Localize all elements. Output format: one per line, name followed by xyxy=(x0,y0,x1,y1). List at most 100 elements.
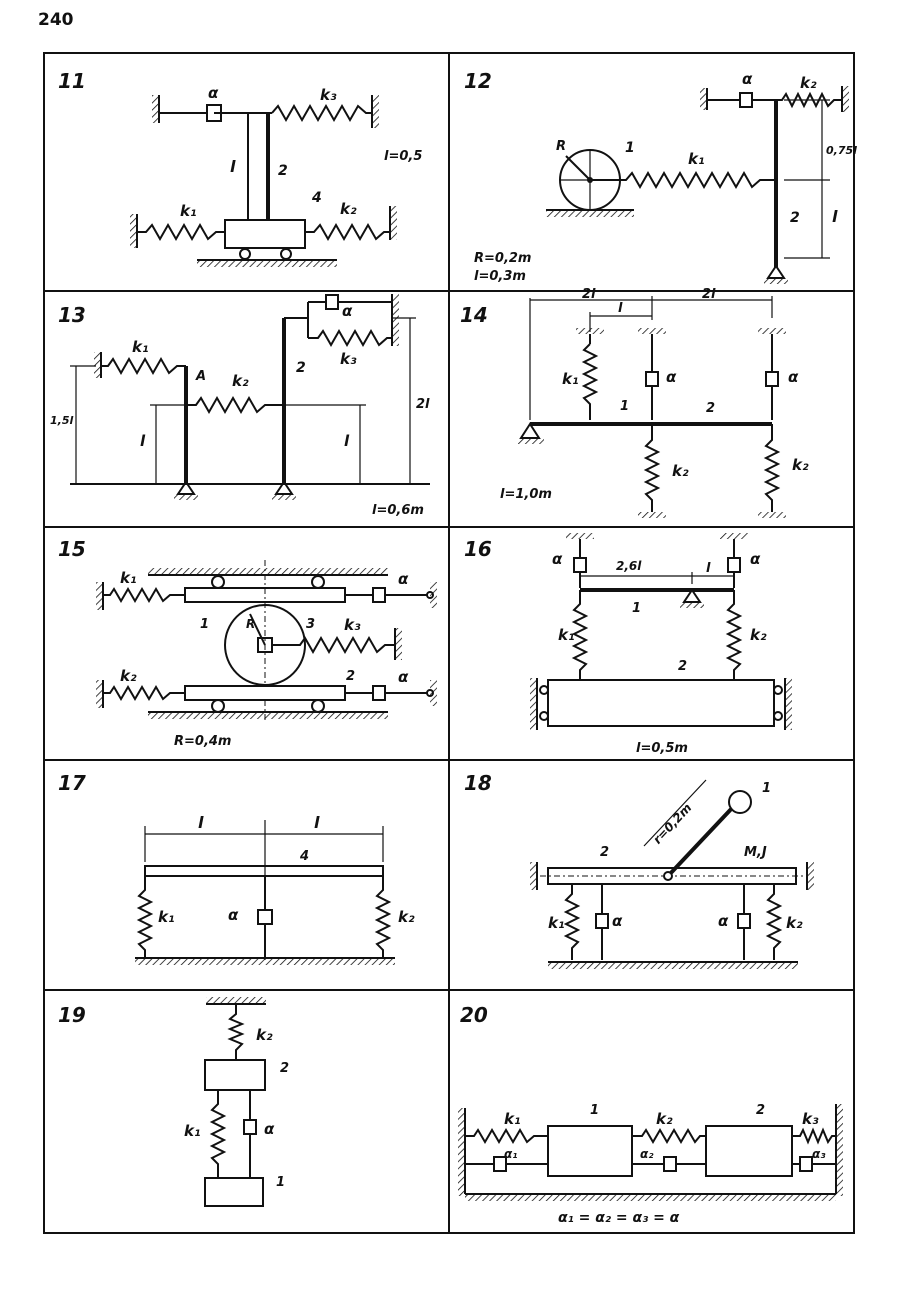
k1-label: k₁ xyxy=(120,569,137,587)
damper xyxy=(325,294,339,310)
damper-1 xyxy=(595,913,609,929)
label-1: 1 xyxy=(620,399,629,414)
panel-15: 15 1 k₁ α R 3 k₃ 2 xyxy=(58,537,437,749)
dim-1-5l: 1,5l xyxy=(50,414,73,427)
note-l: l=0,3m xyxy=(474,269,526,284)
k2-label: k₂ xyxy=(786,914,803,932)
panel-16: 16 α α 2,6l l 1 k₁ k₂ 2 xyxy=(464,533,792,756)
spring-k1 xyxy=(465,1128,548,1144)
dim-2l: 2l xyxy=(416,397,430,412)
A-label: A xyxy=(195,369,206,384)
ground-hatch xyxy=(546,210,634,217)
damper-2 xyxy=(727,557,741,573)
panel-12: 12 α k₂ 2 0,75l l R 1 k₁ xyxy=(464,69,857,284)
alpha-label-2: α xyxy=(398,668,409,686)
panel-number-14: 14 xyxy=(460,303,488,327)
label-2: 2 xyxy=(278,163,288,179)
wall-hatch xyxy=(392,294,399,346)
k2-label-a: k₂ xyxy=(672,462,689,480)
alpha-label: α xyxy=(264,1120,275,1138)
alpha-label-1: α xyxy=(398,570,409,588)
panel-number-11: 11 xyxy=(58,69,86,93)
l-label: l xyxy=(832,207,838,226)
label-1: 1 xyxy=(632,601,641,616)
alpha-label-2: α xyxy=(788,368,799,386)
label-1: 1 xyxy=(590,1103,599,1118)
l-label-2: l xyxy=(314,813,320,832)
MJ-label: M,J xyxy=(744,845,767,860)
k1-label: k₁ xyxy=(158,908,175,926)
k2-label-b: k₂ xyxy=(792,456,809,474)
spring-k2-a xyxy=(643,424,661,512)
damper-1 xyxy=(372,587,386,603)
spring-k3 xyxy=(792,1127,836,1145)
l-label-2: l xyxy=(344,432,350,450)
spring-k3 xyxy=(272,635,395,655)
spring-k1 xyxy=(571,590,589,680)
label-1: 1 xyxy=(276,1175,285,1190)
spring-k1 xyxy=(563,884,581,960)
spring-k2 xyxy=(227,1004,245,1060)
ground-hatch xyxy=(148,568,388,575)
panel-17: 17 l l 4 k₁ k₂ α xyxy=(58,771,415,965)
k3-label: k₃ xyxy=(344,616,361,634)
panel-grid xyxy=(43,52,855,1234)
R-label: R xyxy=(246,617,255,631)
alpha1-label: α₁ xyxy=(504,1147,518,1161)
spring-k2 xyxy=(765,884,783,960)
alpha-label-2: α xyxy=(718,912,729,930)
alpha-label-1: α xyxy=(666,368,677,386)
label-1: 1 xyxy=(762,781,771,796)
ceiling-hatch xyxy=(206,997,266,1004)
dim-2l-a: 2l xyxy=(582,287,596,302)
spring-k1 xyxy=(209,1090,227,1178)
damper-1 xyxy=(573,557,587,573)
R-label: R xyxy=(556,139,566,154)
damper-2 xyxy=(372,685,386,701)
k1-label: k₁ xyxy=(688,150,705,168)
alpha-label: α xyxy=(742,70,753,88)
label-2: 2 xyxy=(600,845,609,860)
dim-2l-b: 2l xyxy=(702,287,716,302)
k2-label: k₂ xyxy=(398,908,415,926)
panel-13: 13 k₁ A k₂ 2 α k₃ 1,5l xyxy=(50,294,430,518)
k2-label: k₂ xyxy=(800,74,817,92)
label-2: 2 xyxy=(678,659,687,674)
dim-l: l xyxy=(706,561,711,576)
k1-label: k₁ xyxy=(562,370,579,388)
page-number: 240 xyxy=(38,10,74,30)
label-1: 1 xyxy=(625,140,635,156)
l-label: l xyxy=(230,157,236,176)
k1-label: k₁ xyxy=(548,914,565,932)
damper xyxy=(206,104,240,122)
wall-hatch xyxy=(700,88,707,110)
spring-k1 xyxy=(136,876,154,958)
damper-2 xyxy=(765,371,779,387)
pendulum-mass-1 xyxy=(728,790,752,814)
k1-label: k₁ xyxy=(132,338,149,356)
dim-2-6l: 2,6l xyxy=(616,559,642,573)
spring-k1 xyxy=(581,343,599,420)
damper-2 xyxy=(663,1156,677,1172)
note-l: l=0,5 xyxy=(384,149,422,164)
k3-label: k₃ xyxy=(340,350,357,368)
label-2: 2 xyxy=(706,401,715,416)
spring-k2 xyxy=(103,685,185,701)
wall-hatch xyxy=(94,352,101,378)
k3-label: k₃ xyxy=(802,1110,819,1128)
ground-hatch xyxy=(135,958,395,965)
damper xyxy=(739,92,753,108)
spring-k1 xyxy=(137,222,225,242)
spring-k2 xyxy=(725,590,743,680)
panel-19: 19 k₂ 2 k₁ α 1 xyxy=(58,997,289,1207)
note-l: l=0,6m xyxy=(372,503,424,518)
spring-k2 xyxy=(305,222,390,242)
dim-label: 0,75l xyxy=(826,144,857,157)
alpha2-label: α₂ xyxy=(640,1147,654,1161)
panel-number-15: 15 xyxy=(58,537,86,561)
panel-number-16: 16 xyxy=(464,537,492,561)
alpha3-label: α₃ xyxy=(812,1147,826,1161)
spring-k2-b xyxy=(763,424,781,512)
panel-number-20: 20 xyxy=(460,1003,488,1027)
